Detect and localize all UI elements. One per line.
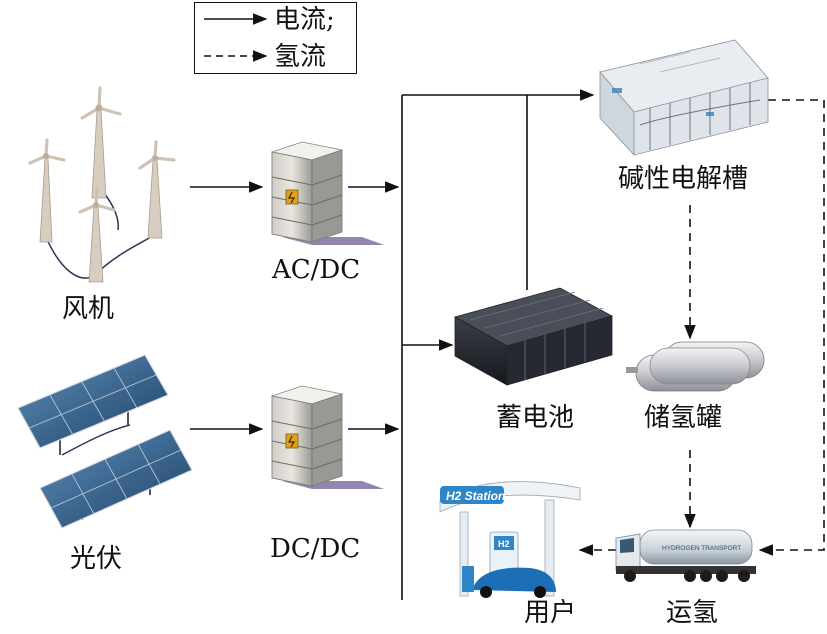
acdc-converter-icon xyxy=(270,141,384,245)
acdc-label: AC/DC xyxy=(272,255,361,285)
hydrogen-storage-icon xyxy=(626,341,765,392)
dcdc-label: DC/DC xyxy=(270,534,361,564)
hydrogen-station-icon: H2 Station H2 xyxy=(439,481,581,598)
wind-turbines-icon xyxy=(28,86,176,283)
electrolyzer-label: 碱性电解槽 xyxy=(618,164,749,194)
battery-label: 蓄电池 xyxy=(496,403,575,433)
hydrogen-flows xyxy=(578,99,825,556)
transport-label: 运氢 xyxy=(666,598,719,628)
pump-sign: H2 xyxy=(498,539,510,549)
storage-label: 储氢罐 xyxy=(644,403,723,433)
electric-flows xyxy=(190,89,595,600)
electrolyzer-icon xyxy=(599,39,769,157)
wind-label: 风机 xyxy=(62,294,115,324)
legend-hydrogen-label: 氢流 xyxy=(274,42,327,72)
station-sign: H2 Station xyxy=(446,489,505,503)
solar-label: 光伏 xyxy=(70,544,123,574)
flow-electrolyzer-to-transport xyxy=(758,99,825,556)
dcdc-converter-icon xyxy=(270,385,384,489)
truck-text: HYDROGEN TRANSPORT xyxy=(662,545,741,552)
hydrogen-tanker-truck-icon: HYDROGEN TRANSPORT xyxy=(615,529,756,582)
legend-box xyxy=(194,2,357,74)
battery-icon xyxy=(453,287,614,386)
user-label: 用户 xyxy=(524,598,577,628)
solar-panels-icon xyxy=(17,354,193,529)
legend-electric-label: 电流; xyxy=(274,5,335,35)
